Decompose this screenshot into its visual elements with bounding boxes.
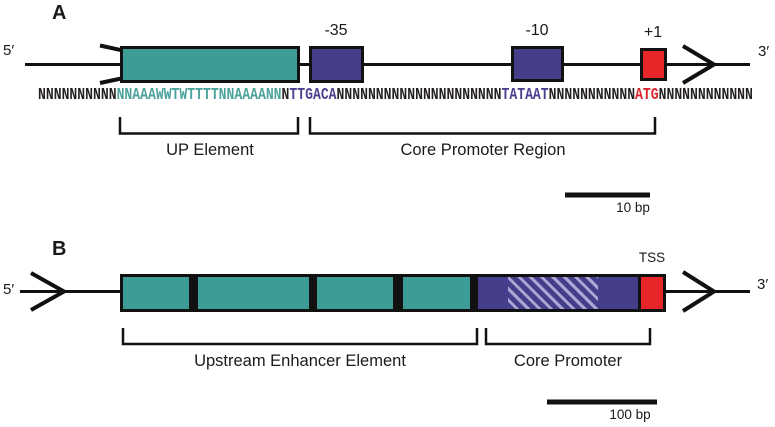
enhancer-segment-3 xyxy=(317,277,393,309)
sequence-segment-black: NNNNNNNNNNNN xyxy=(658,86,753,105)
right-arrow-a-icon xyxy=(681,44,718,85)
tss-box xyxy=(641,277,663,309)
left-arrow-b-icon xyxy=(30,271,69,312)
sequence-segment-red: ATG xyxy=(635,86,659,105)
up-element-box xyxy=(120,46,300,83)
minus-10-label: -10 xyxy=(525,22,549,39)
core-promoter-box xyxy=(478,277,638,309)
sequence-segment-black: NNNNNNNNNNN xyxy=(548,86,636,105)
bracket-core-promoter-region xyxy=(308,117,657,135)
sequence-segment-purple: TATAAT xyxy=(501,86,549,105)
up-element-label: UP Element xyxy=(166,141,254,159)
sequence-segment-black: NNNNNNNNNN xyxy=(38,86,117,105)
five-prime-label-b: 5′ xyxy=(3,281,15,298)
element-bar xyxy=(120,274,666,312)
enhancer-segment-4 xyxy=(403,277,470,309)
plus-1-label: +1 xyxy=(643,24,663,41)
five-prime-label-a: 5′ xyxy=(3,42,15,59)
sequence-segment-purple: TTGACA xyxy=(289,86,337,105)
three-prime-label-b: 3′ xyxy=(757,276,769,293)
tss-label: TSS xyxy=(638,250,666,265)
core-promoter-region-label: Core Promoter Region xyxy=(400,141,566,159)
panel-a-label: A xyxy=(52,2,67,24)
upstream-enhancer-label: Upstream Enhancer Element xyxy=(194,352,406,370)
bracket-up-element xyxy=(118,117,300,135)
hatch-pattern xyxy=(508,277,598,309)
sequence-segment-black: NNNNNNNNNNNNNNNNNNNNN xyxy=(336,86,502,105)
enhancer-segment-1 xyxy=(123,277,189,309)
minus-10-box xyxy=(511,46,564,82)
scale-label-a: 10 bp xyxy=(616,200,650,215)
three-prime-label-a: 3′ xyxy=(758,43,770,60)
sequence-segment-black: N xyxy=(281,86,290,105)
minus-35-label: -35 xyxy=(324,22,348,39)
minus-35-box xyxy=(309,46,364,83)
bracket-core-promoter xyxy=(484,328,652,346)
enhancer-segment-2 xyxy=(198,277,309,309)
plus-1-box xyxy=(640,48,667,81)
bracket-upstream-enhancer xyxy=(121,328,479,346)
sequence-a: NNNNNNNNNNNNAAAWWTWTTTTNNAAAANNNTTGACANN… xyxy=(38,86,753,105)
core-promoter-label: Core Promoter xyxy=(513,352,623,370)
panel-b-label: B xyxy=(52,238,67,260)
right-arrow-b-icon xyxy=(681,270,718,313)
sequence-segment-teal: NNAAAWWTWTTTTNNAAAANN xyxy=(116,86,282,105)
scale-label-b: 100 bp xyxy=(609,407,651,422)
